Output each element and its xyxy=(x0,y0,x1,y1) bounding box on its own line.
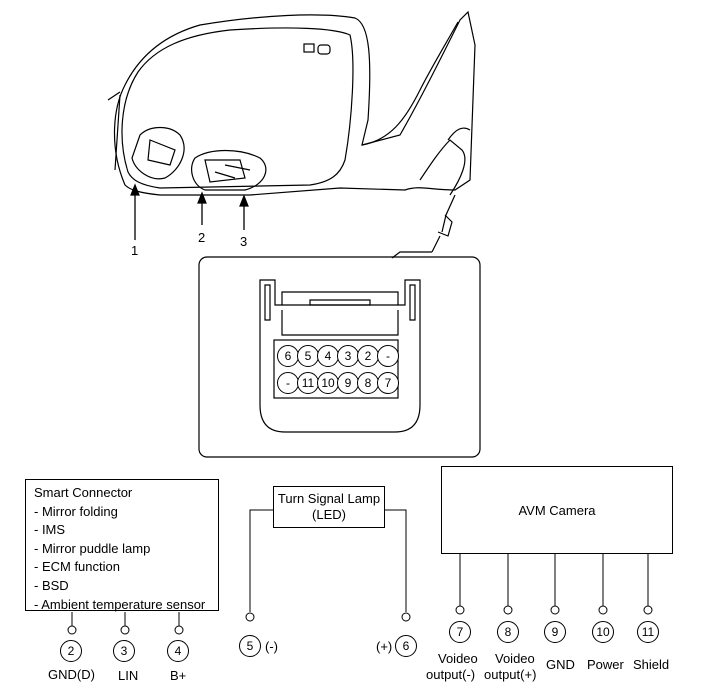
pin-5-polarity: (-) xyxy=(265,639,278,654)
connector-pin: 9 xyxy=(337,372,359,394)
smart-connector-feature: - Ambient temperature sensor xyxy=(34,596,206,612)
connector-pin: 2 xyxy=(357,345,379,367)
callout-2: 2 xyxy=(198,230,206,245)
connector-pin: 7 xyxy=(377,372,399,394)
pin-8-label-line2: output(+) xyxy=(484,667,537,682)
connector-pin: 5 xyxy=(297,345,319,367)
pin-10-label: Power xyxy=(587,657,624,672)
smart-connector-leads xyxy=(67,612,184,635)
callout-3: 3 xyxy=(240,234,248,249)
avm-camera-title: AVM Camera xyxy=(518,502,596,518)
connector-pin: 8 xyxy=(357,372,379,394)
pin-10-marker: 10 xyxy=(592,621,614,643)
pin-8-label-line1: Voideo xyxy=(495,651,535,666)
connector-pin: 4 xyxy=(317,345,339,367)
smart-connector-box: Smart Connector - Mirror folding - IMS -… xyxy=(25,479,219,612)
connector-pin: 11 xyxy=(297,372,319,394)
turn-signal-lamp-box: Turn Signal Lamp (LED) xyxy=(273,486,385,528)
pin-6-polarity: (+) xyxy=(376,639,393,654)
pin-5-marker: 5 xyxy=(239,635,261,657)
connector-pin: 6 xyxy=(277,345,299,367)
smart-connector-feature: - BSD xyxy=(34,577,69,593)
connector-housing xyxy=(259,279,421,433)
pin-11-marker: 11 xyxy=(637,621,659,643)
connector-pin: - xyxy=(277,372,299,394)
avm-camera-box: AVM Camera xyxy=(441,466,673,554)
pin-6-marker: 6 xyxy=(395,635,417,657)
pin-7-marker: 7 xyxy=(449,621,471,643)
pin-2-marker: 2 xyxy=(60,640,82,662)
pin-4-label: B+ xyxy=(170,668,187,683)
connector-detail-frame xyxy=(198,256,481,458)
pin-9-label: GND xyxy=(546,657,575,672)
connector-pin: - xyxy=(377,345,399,367)
pin-11-label: Shield xyxy=(633,657,670,672)
pin-8-marker: 8 xyxy=(497,621,519,643)
avm-camera-leads xyxy=(455,552,653,615)
turn-signal-subtitle: (LED) xyxy=(312,507,346,522)
pin-9-marker: 9 xyxy=(544,621,566,643)
turn-signal-title: Turn Signal Lamp xyxy=(277,491,381,506)
callout-1: 1 xyxy=(131,243,139,258)
smart-connector-feature: - Mirror folding xyxy=(34,503,118,519)
smart-connector-feature: - Mirror puddle lamp xyxy=(34,540,151,556)
smart-connector-title: Smart Connector xyxy=(34,485,133,500)
mirror-illustration xyxy=(107,10,476,259)
smart-connector-feature: - IMS xyxy=(34,522,66,538)
pin-7-label-line1: Voideo xyxy=(438,651,478,666)
pin-7-label-line2: output(-) xyxy=(426,667,476,682)
pin-4-marker: 4 xyxy=(167,640,189,662)
connector-pin: 3 xyxy=(337,345,359,367)
pin-2-label: GND(D) xyxy=(48,667,95,682)
pin-3-label: LIN xyxy=(118,668,139,683)
pin-3-marker: 3 xyxy=(113,640,135,662)
turn-signal-leads xyxy=(245,509,411,622)
smart-connector-feature: - ECM function xyxy=(34,559,120,575)
connector-pin: 10 xyxy=(317,372,339,394)
